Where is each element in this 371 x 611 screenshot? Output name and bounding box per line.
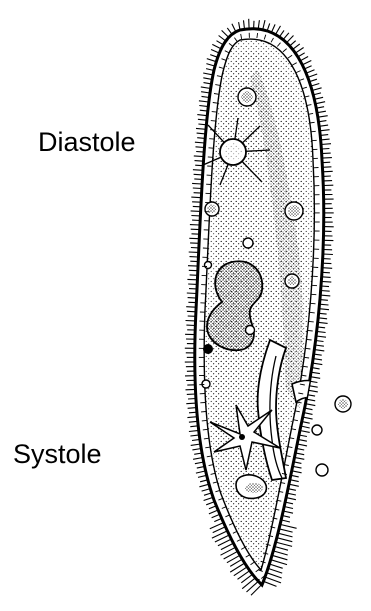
label-diastole: Diastole xyxy=(38,129,136,156)
label-systole: Systole xyxy=(13,441,102,468)
micronucleus xyxy=(246,326,255,335)
food-vacuole xyxy=(243,238,253,248)
food-vacuole xyxy=(202,380,210,388)
dark-vacuole xyxy=(203,344,213,354)
food-vacuole xyxy=(205,262,212,269)
food-vacuole xyxy=(312,425,322,435)
food-vacuole xyxy=(316,464,328,476)
